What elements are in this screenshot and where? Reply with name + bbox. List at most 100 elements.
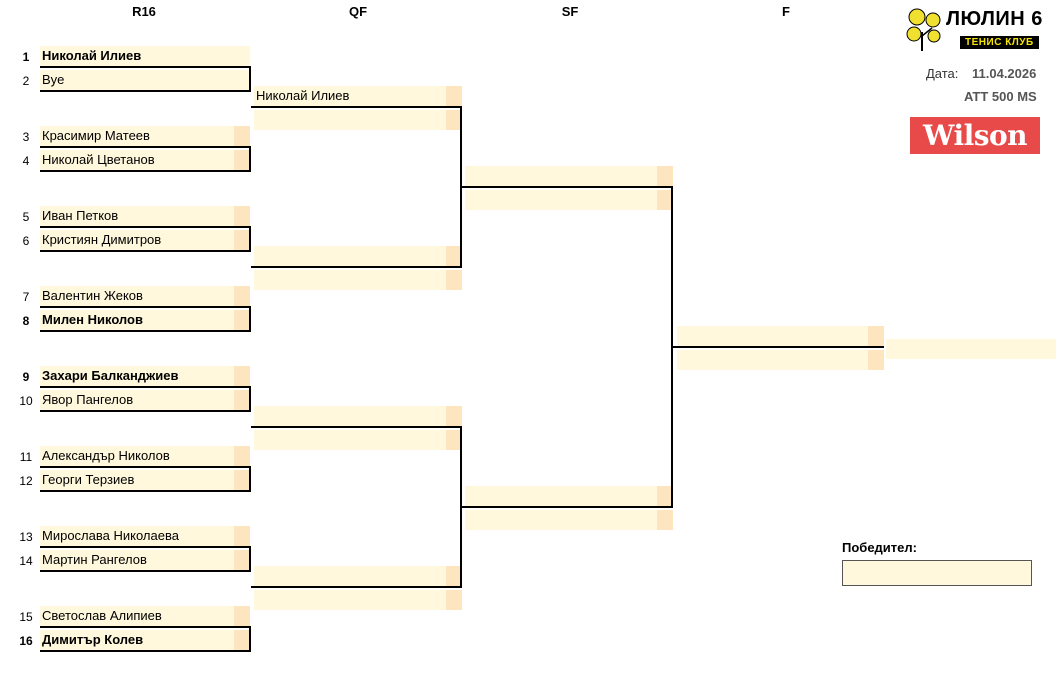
tennis-ball-tree-icon (906, 8, 941, 51)
r16-slot[interactable]: Николай Цветанов (40, 150, 250, 170)
score-cell[interactable] (446, 566, 462, 586)
player-name: Николай Илиев (256, 88, 350, 103)
bracket-line (460, 106, 462, 268)
round-header-f: F (782, 4, 790, 19)
r16-slot[interactable]: Димитър Колев (40, 630, 250, 650)
bracket-line (249, 306, 251, 332)
sf-slot[interactable] (465, 190, 673, 210)
qf-slot[interactable] (254, 566, 462, 586)
player-name: Николай Илиев (42, 48, 142, 63)
bracket-line (40, 466, 251, 468)
player-name: Милен Николов (42, 312, 143, 327)
bracket-line (462, 186, 673, 188)
r16-slot[interactable]: Милен Николов (40, 310, 250, 330)
bracket-line (251, 266, 462, 268)
score-cell[interactable] (446, 110, 462, 130)
player-name: Явор Пангелов (42, 392, 134, 407)
score-cell[interactable] (868, 326, 884, 346)
score-cell[interactable] (446, 246, 462, 266)
seed-number: 12 (19, 474, 33, 488)
bracket-line (673, 346, 884, 348)
r16-slot[interactable]: Кристиян Димитров (40, 230, 250, 250)
score-cell[interactable] (234, 446, 250, 466)
sf-slot[interactable] (465, 166, 673, 186)
bracket-line (462, 506, 673, 508)
final-slot[interactable] (677, 326, 884, 346)
r16-slot[interactable]: Красимир Матеев (40, 126, 250, 146)
score-cell[interactable] (446, 406, 462, 426)
event-name: ATT 500 MS (964, 89, 1037, 104)
score-cell[interactable] (234, 310, 250, 330)
score-cell[interactable] (446, 86, 462, 106)
qf-slot[interactable] (254, 246, 462, 266)
winner-label: Победител: (842, 540, 917, 555)
player-name: Мирослава Николаева (42, 528, 179, 543)
seed-number: 13 (19, 530, 33, 544)
champion-slot[interactable] (886, 339, 1056, 359)
r16-slot[interactable]: Мирослава Николаева (40, 526, 250, 546)
score-cell[interactable] (234, 550, 250, 570)
player-name: Кристиян Димитров (42, 232, 162, 247)
bracket-line (249, 626, 251, 652)
score-cell[interactable] (234, 366, 250, 386)
bracket-line (251, 586, 462, 588)
player-name: Bye (42, 72, 65, 87)
qf-slot[interactable] (254, 110, 462, 130)
qf-slot[interactable] (254, 430, 462, 450)
score-cell[interactable] (234, 206, 250, 226)
score-cell[interactable] (234, 150, 250, 170)
score-cell[interactable] (234, 390, 250, 410)
score-cell[interactable] (868, 350, 884, 370)
bracket-line (460, 426, 462, 588)
score-cell[interactable] (657, 486, 673, 506)
score-cell[interactable] (234, 470, 250, 490)
score-cell[interactable] (234, 286, 250, 306)
r16-slot[interactable]: Валентин Жеков (40, 286, 250, 306)
score-cell[interactable] (234, 606, 250, 626)
sf-slot[interactable] (465, 510, 673, 530)
score-cell[interactable] (657, 190, 673, 210)
score-cell[interactable] (446, 430, 462, 450)
score-cell[interactable] (657, 510, 673, 530)
seed-number: 8 (22, 314, 30, 328)
bracket-line (40, 66, 251, 68)
score-cell[interactable] (234, 630, 250, 650)
r16-slot[interactable]: Николай Илиев (40, 46, 250, 66)
bracket-line (40, 490, 251, 492)
winner-field[interactable] (842, 560, 1032, 586)
bracket-line (249, 66, 251, 92)
player-name: Захари Балканджиев (42, 368, 179, 383)
score-cell[interactable] (234, 126, 250, 146)
score-cell[interactable] (446, 270, 462, 290)
seed-number: 3 (22, 130, 30, 144)
player-name: Александър Николов (42, 448, 170, 463)
qf-slot[interactable] (254, 270, 462, 290)
bracket-line (40, 386, 251, 388)
score-cell[interactable] (446, 590, 462, 610)
r16-slot[interactable]: Bye (40, 70, 250, 90)
bracket-line (671, 186, 673, 508)
score-cell[interactable] (234, 230, 250, 250)
club-subtitle: ТЕНИС КЛУБ (960, 36, 1039, 49)
score-cell[interactable] (234, 526, 250, 546)
r16-slot[interactable]: Светослав Алипиев (40, 606, 250, 626)
bracket-line (40, 546, 251, 548)
r16-slot[interactable]: Георги Терзиев (40, 470, 250, 490)
final-slot[interactable] (677, 350, 884, 370)
player-name: Димитър Колев (42, 632, 144, 647)
qf-slot[interactable] (254, 590, 462, 610)
qf-slot[interactable]: Николай Илиев (254, 86, 462, 106)
r16-slot[interactable]: Иван Петков (40, 206, 250, 226)
r16-slot[interactable]: Захари Балканджиев (40, 366, 250, 386)
seed-number: 5 (22, 210, 30, 224)
bracket-line (251, 106, 462, 108)
r16-slot[interactable]: Явор Пангелов (40, 390, 250, 410)
seed-number: 15 (19, 610, 33, 624)
player-name: Светослав Алипиев (42, 608, 162, 623)
qf-slot[interactable] (254, 406, 462, 426)
score-cell[interactable] (657, 166, 673, 186)
r16-slot[interactable]: Мартин Рангелов (40, 550, 250, 570)
r16-slot[interactable]: Александър Николов (40, 446, 250, 466)
sf-slot[interactable] (465, 486, 673, 506)
bracket-line (40, 90, 251, 92)
